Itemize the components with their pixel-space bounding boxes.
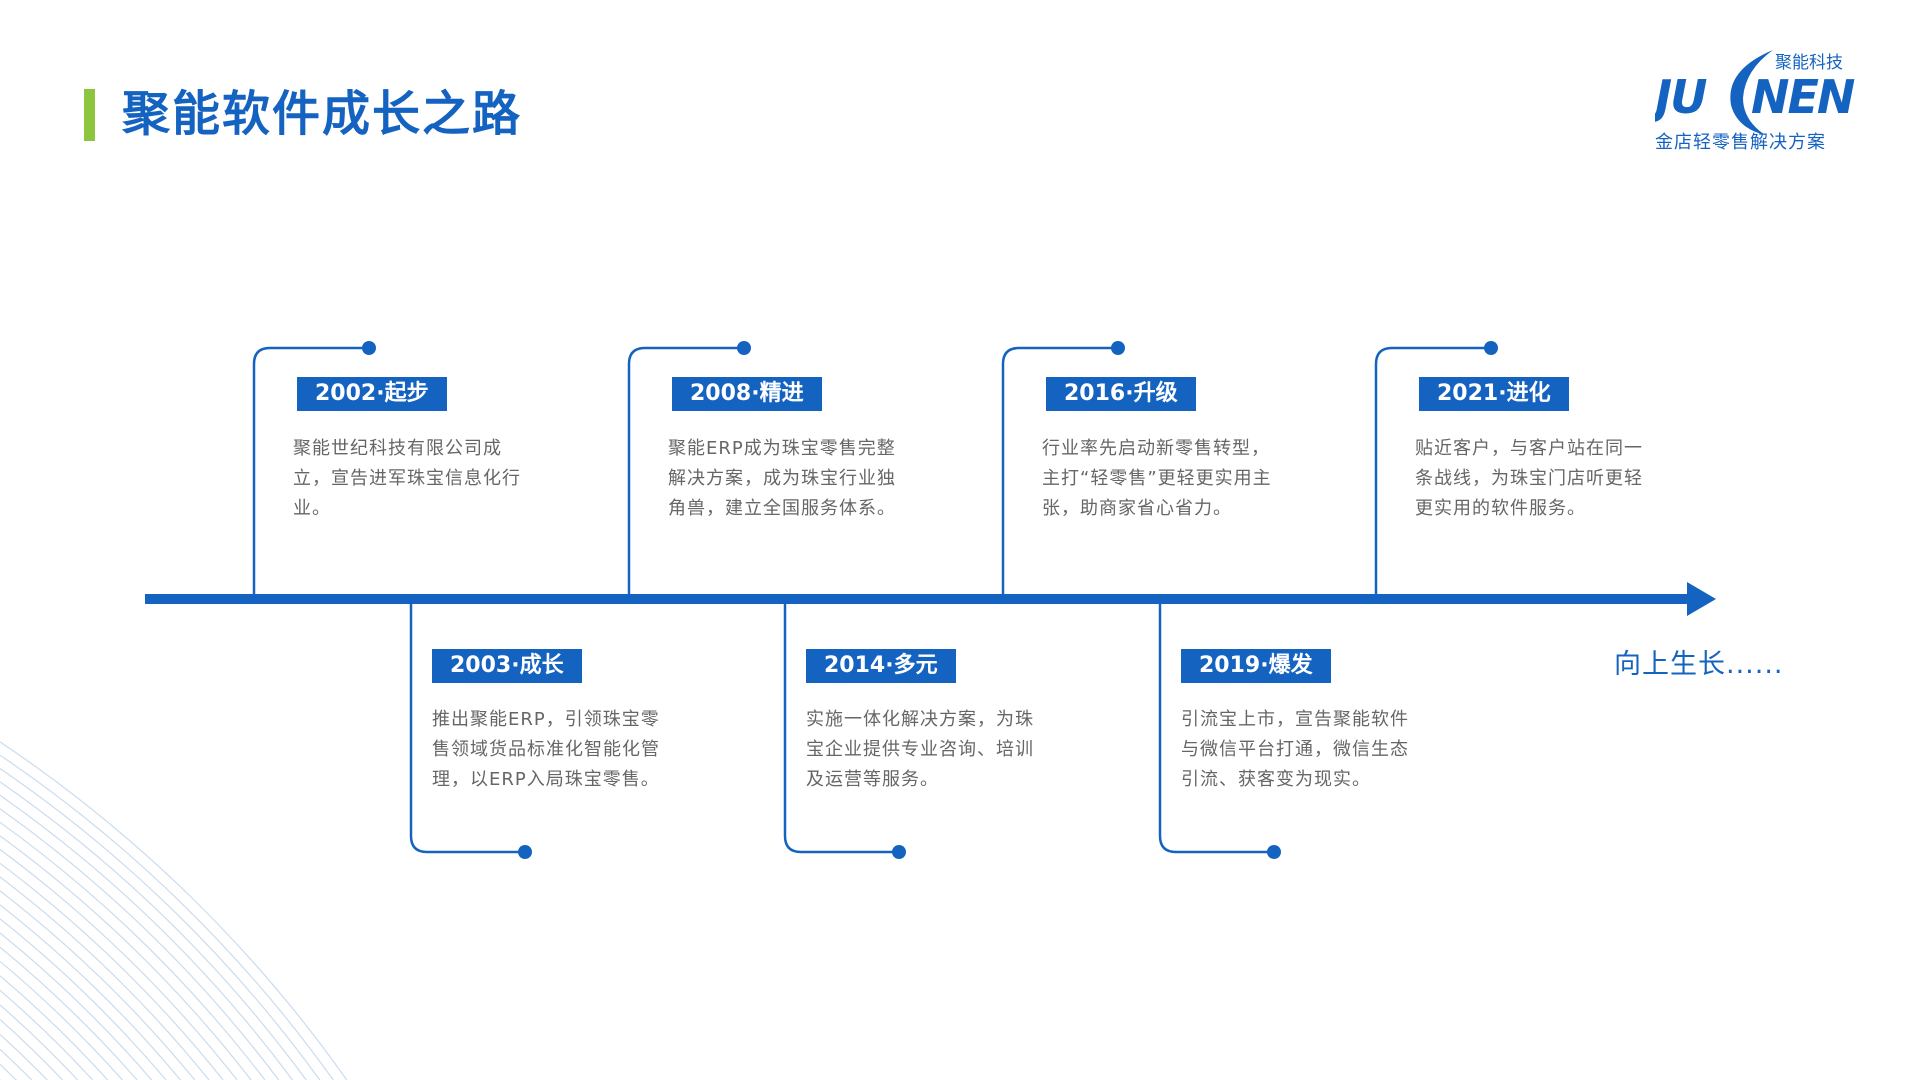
svg-text:金店轻零售解决方案: 金店轻零售解决方案: [1655, 132, 1826, 153]
milestone-label: 2019·爆发: [1181, 649, 1331, 683]
decorative-arc: [0, 741, 348, 1080]
decorative-arc: [0, 768, 321, 1080]
milestone-label: 2016·升级: [1046, 377, 1196, 411]
svg-text:聚能科技: 聚能科技: [1775, 53, 1843, 73]
svg-text:JU: JU: [1655, 70, 1707, 124]
title-accent-bar: [84, 89, 95, 141]
timeline-arrow-head: [1687, 582, 1716, 616]
decorative-arc: [0, 989, 94, 1080]
timeline-axis: [145, 594, 1690, 604]
svg-text:NEN: NEN: [1751, 70, 1855, 124]
milestone-dot: [518, 845, 532, 859]
decorative-arc: [0, 808, 280, 1080]
page-title: 聚能软件成长之路: [122, 86, 523, 142]
milestone-label: 2002·起步: [297, 377, 447, 411]
decorative-arc: [0, 876, 210, 1080]
decorative-arc: [0, 1004, 79, 1080]
decorative-arc: [0, 821, 266, 1080]
milestone-dot: [1267, 845, 1281, 859]
decorative-arcs: [0, 741, 348, 1080]
decorative-arc: [0, 932, 153, 1080]
milestone-label: 2008·精进: [672, 377, 822, 411]
decorative-arc: [0, 862, 224, 1080]
decorative-arc: [0, 1063, 17, 1080]
milestone-connector: [627, 346, 744, 596]
decorative-arc: [0, 1019, 64, 1080]
milestone-connector: [409, 600, 525, 854]
decorative-arc: [0, 835, 252, 1080]
milestone-label: 2021·进化: [1419, 377, 1569, 411]
milestone-label: 2014·多元: [806, 649, 956, 683]
future-growth-text: 向上生长......: [1614, 649, 1784, 680]
milestone-connector: [1001, 346, 1118, 596]
milestone-description: 贴近客户，与客户站在同一条战线，为珠宝门店听更轻更实用的软件服务。: [1415, 438, 1643, 519]
decorative-arc: [0, 781, 307, 1080]
milestone-connector: [252, 346, 369, 596]
decorative-arc: [0, 1048, 33, 1080]
decorative-arc: [0, 904, 181, 1080]
milestone-dot: [1111, 341, 1125, 355]
company-logo: 聚能科技 JU NEN 金店轻零售解决方案: [1647, 40, 1865, 160]
decorative-arc: [0, 849, 238, 1080]
milestone-description: 实施一体化解决方案，为珠宝企业提供专业咨询、培训及运营等服务。: [806, 709, 1034, 790]
decorative-arc: [0, 754, 334, 1080]
decorative-arc: [0, 794, 293, 1080]
decorative-arc: [0, 975, 109, 1080]
milestone-description: 聚能ERP成为珠宝零售完整解决方案，成为珠宝行业独角兽，建立全国服务体系。: [668, 438, 896, 519]
milestone-connector: [1374, 346, 1491, 596]
milestone-description: 推出聚能ERP，引领珠宝零售领域货品标准化智能化管理，以ERP入局珠宝零售。: [432, 709, 660, 790]
decorative-arc: [0, 890, 196, 1080]
decorative-arc: [0, 960, 123, 1080]
milestone-dot: [892, 845, 906, 859]
logo-graphic: 聚能科技 JU NEN 金店轻零售解决方案: [1647, 50, 1857, 153]
milestone-dot: [1484, 341, 1498, 355]
milestone-description: 行业率先启动新零售转型，主打“轻零售”更轻更实用主张，助商家省心省力。: [1042, 438, 1272, 519]
milestone-connector: [1158, 600, 1274, 854]
milestone-label: 2003·成长: [432, 649, 582, 683]
milestone-description: 引流宝上市，宣告聚能软件与微信平台打通，微信生态引流、获客变为现实。: [1181, 709, 1409, 790]
decorative-arc: [0, 918, 167, 1080]
milestone-description: 聚能世纪科技有限公司成立，宣告进军珠宝信息化行业。: [293, 438, 521, 519]
decorative-arc: [0, 946, 138, 1080]
milestone-dot: [362, 341, 376, 355]
milestone-dot: [737, 341, 751, 355]
milestone-connector: [783, 600, 899, 854]
